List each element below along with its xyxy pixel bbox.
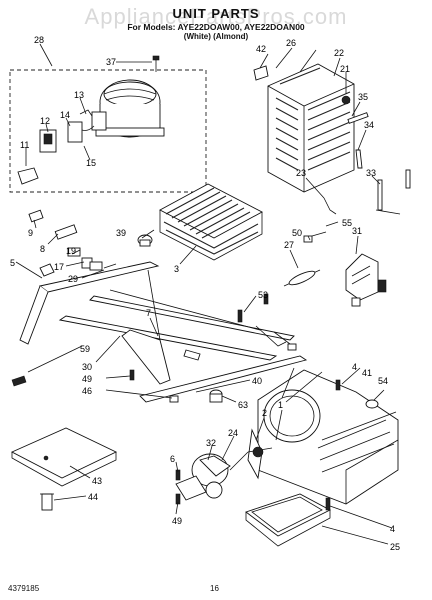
callout-46: 46 xyxy=(82,386,92,396)
grommet-39 xyxy=(137,234,153,247)
callout-32: 32 xyxy=(206,438,216,448)
callout-8: 8 xyxy=(40,244,45,254)
callout-29: 29 xyxy=(68,274,78,284)
fan-shroud xyxy=(257,369,399,505)
callout-12: 12 xyxy=(40,116,50,126)
callout-7: 7 xyxy=(146,308,151,318)
callout-30: 30 xyxy=(82,362,92,372)
callout-24: 24 xyxy=(228,428,238,438)
drain-pan xyxy=(245,493,331,547)
callout-33: 33 xyxy=(366,168,376,178)
callout-50: 50 xyxy=(292,228,302,238)
callout-49a: 49 xyxy=(82,374,92,384)
callout-41: 41 xyxy=(362,368,372,378)
callout-4a: 4 xyxy=(352,362,357,372)
callout-34: 34 xyxy=(364,120,374,130)
base-frame xyxy=(19,261,308,403)
leveling-leg-44 xyxy=(40,493,54,511)
cover-43 xyxy=(10,427,118,487)
compressor-assembly-box xyxy=(9,69,207,193)
page-number: 16 xyxy=(210,584,219,593)
callout-1: 1 xyxy=(278,400,283,410)
callout-5: 5 xyxy=(10,258,15,268)
callout-44: 44 xyxy=(88,492,98,502)
grommet-63 xyxy=(209,389,223,403)
wire-harness-31 xyxy=(345,253,387,307)
callout-14: 14 xyxy=(60,110,70,120)
callout-63: 63 xyxy=(238,400,248,410)
callout-49b: 49 xyxy=(172,516,182,526)
callout-28: 28 xyxy=(34,35,44,45)
callout-9: 9 xyxy=(28,228,33,238)
bolt-37 xyxy=(152,55,160,72)
callout-22: 22 xyxy=(334,48,344,58)
model-line: For Models: AYE22DOAW00, AYE22DOAN00 xyxy=(127,22,305,32)
screws-bottom xyxy=(175,379,379,511)
callout-3: 3 xyxy=(174,264,179,274)
screw-50-55 xyxy=(303,231,327,243)
callout-26: 26 xyxy=(286,38,296,48)
callout-23: 23 xyxy=(296,168,306,178)
document-number: 4379185 xyxy=(8,584,40,593)
callout-53: 53 xyxy=(258,290,268,300)
heater-parts-right xyxy=(323,95,411,215)
fasteners xyxy=(11,263,297,403)
callout-6: 6 xyxy=(170,454,175,464)
callout-37: 37 xyxy=(106,57,116,67)
color-line: (White) (Almond) xyxy=(183,32,249,41)
callout-55: 55 xyxy=(342,218,352,228)
condenser-fan xyxy=(247,428,273,480)
callout-25: 25 xyxy=(390,542,400,552)
small-parts-left xyxy=(28,209,117,271)
callout-17: 17 xyxy=(54,262,64,272)
callout-27: 27 xyxy=(284,240,294,250)
leader-lines xyxy=(15,43,393,545)
callout-4b: 4 xyxy=(390,524,395,534)
callout-13: 13 xyxy=(74,90,84,100)
evap-part-42 xyxy=(253,65,269,81)
callout-59: 59 xyxy=(80,344,90,354)
page-title: UNIT PARTS xyxy=(172,6,260,21)
callouts: 28 37 13 14 12 11 15 26 42 22 21 35 34 3… xyxy=(10,35,400,552)
callout-40: 40 xyxy=(252,376,262,386)
fan-motor-32 xyxy=(175,451,249,501)
callout-21: 21 xyxy=(340,64,350,74)
callout-15: 15 xyxy=(86,158,96,168)
callout-39: 39 xyxy=(116,228,126,238)
callout-42: 42 xyxy=(256,44,266,54)
condenser-coil xyxy=(159,183,263,261)
evaporator xyxy=(267,63,355,193)
callout-31: 31 xyxy=(352,226,362,236)
callout-54: 54 xyxy=(378,376,388,386)
callout-2: 2 xyxy=(262,408,267,418)
relay-overload xyxy=(17,109,95,185)
callout-35: 35 xyxy=(358,92,368,102)
compressor xyxy=(91,79,165,138)
drier-27 xyxy=(283,269,321,287)
callout-11: 11 xyxy=(20,140,29,150)
callout-43: 43 xyxy=(92,476,102,486)
callout-19: 19 xyxy=(66,246,76,256)
